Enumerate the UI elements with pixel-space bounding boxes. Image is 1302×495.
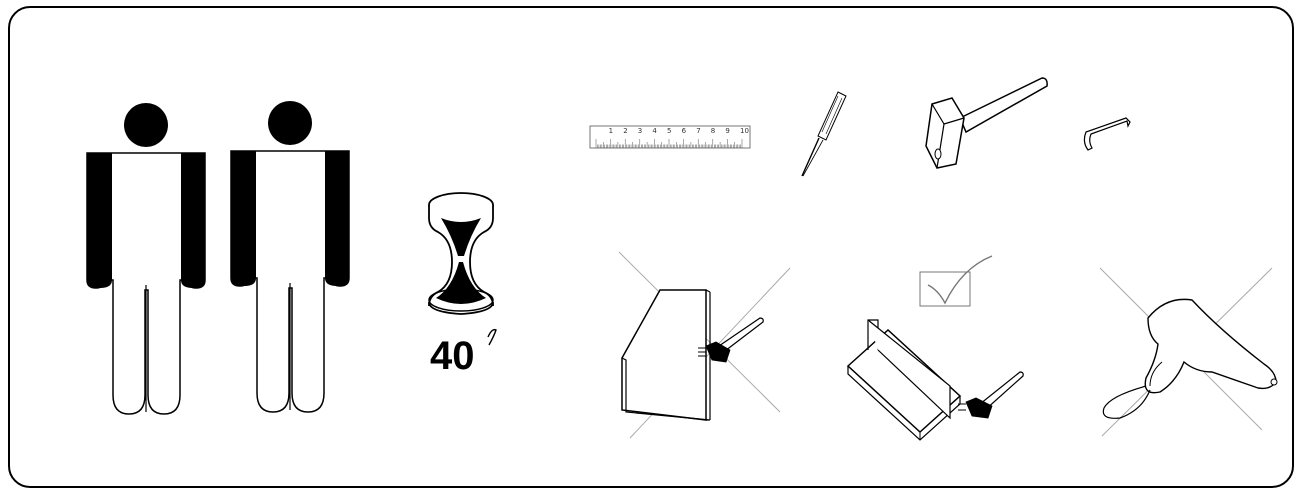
ruler-number: 9 xyxy=(725,127,729,135)
allen-key-icon xyxy=(1083,117,1131,151)
ruler-icon: 1 2 3 4 5 6 7 8 9 10 xyxy=(589,125,751,149)
correct-check-icon xyxy=(919,255,993,307)
ruler-number: 7 xyxy=(696,127,700,135)
ruler-number: 6 xyxy=(682,127,687,135)
ruler-number: 10 xyxy=(740,127,749,135)
assembly-time-label: 40 xyxy=(430,336,475,376)
awl-icon xyxy=(801,91,847,177)
minutes-mark-icon xyxy=(487,328,497,346)
ruler-number: 8 xyxy=(711,127,715,135)
electric-drill-icon xyxy=(1099,267,1278,437)
assembly-time-value: 40 xyxy=(430,334,475,378)
person-icon xyxy=(230,101,350,413)
ruler-number: 4 xyxy=(652,127,657,135)
hammer-icon xyxy=(925,77,1048,169)
ruler-number: 5 xyxy=(667,127,671,135)
hammer-on-upright-panel-icon xyxy=(618,251,791,439)
ruler-number: 1 xyxy=(609,127,613,135)
ruler-number: 2 xyxy=(623,127,627,135)
person-icon xyxy=(86,103,206,415)
hourglass-icon xyxy=(428,192,494,315)
hammer-on-flat-panel-icon xyxy=(846,319,1024,441)
ruler-number: 3 xyxy=(638,127,642,135)
